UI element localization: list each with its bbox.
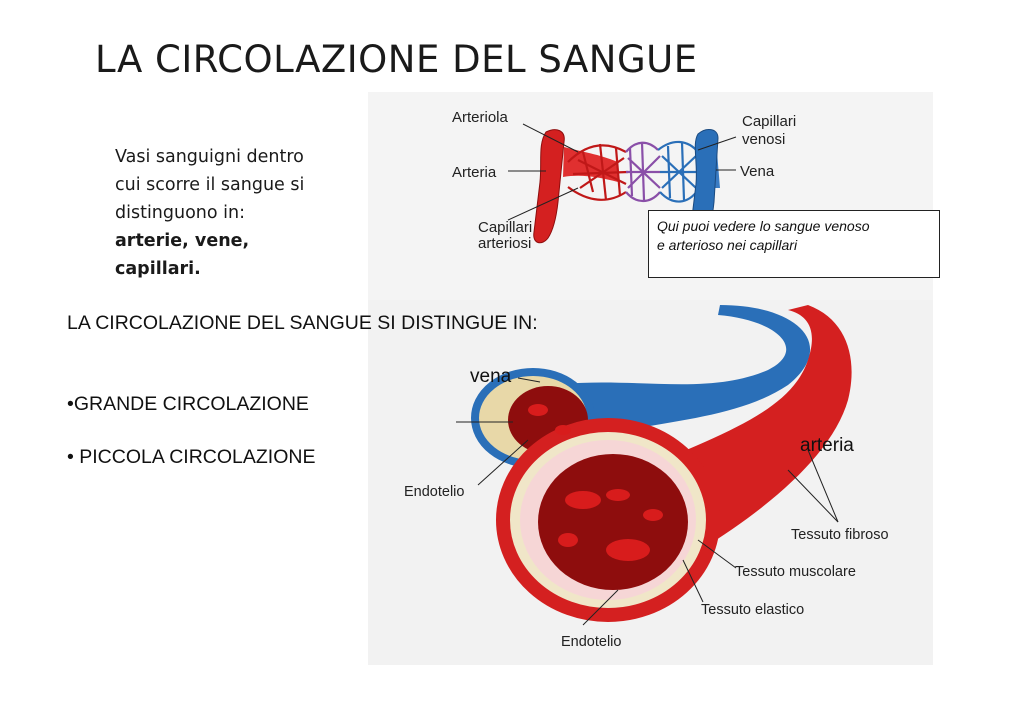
intro-text: Vasi sanguigni dentro cui scorre il sang… bbox=[115, 143, 355, 283]
label-capillari-arteriosi-2: arteriosi bbox=[478, 235, 531, 252]
blood-cells bbox=[528, 404, 663, 561]
caption-box: Qui puoi vedere lo sangue venoso e arter… bbox=[648, 210, 940, 278]
label-capillari-venosi-2: venosi bbox=[742, 131, 785, 148]
vessel-leader-lines bbox=[456, 377, 839, 626]
mixed-capillaries bbox=[625, 141, 661, 203]
label-endotelio-bottom: Endotelio bbox=[561, 634, 621, 650]
page-title: LA CIRCOLAZIONE DEL SANGUE bbox=[95, 38, 698, 81]
label-arteria: Arteria bbox=[452, 164, 497, 181]
intro-line-2: cui scorre il sangue si bbox=[115, 175, 305, 195]
label-capillari-arteriosi-1: Capillari bbox=[478, 219, 532, 236]
intro-bold-2: capillari. bbox=[115, 259, 201, 279]
label-arteriola: Arteriola bbox=[452, 109, 509, 126]
circulation-heading: LA CIRCOLAZIONE DEL SANGUE SI DISTINGUE … bbox=[67, 312, 538, 334]
circulation-item-grande: •GRANDE CIRCOLAZIONE bbox=[67, 393, 309, 415]
intro-bold-1: arterie, vene, bbox=[115, 231, 250, 251]
label-tessuto-fibroso: Tessuto fibroso bbox=[791, 527, 889, 543]
caption-line-1: Qui puoi vedere lo sangue venoso bbox=[657, 218, 870, 234]
label-endotelio-top: Endotelio bbox=[404, 484, 464, 500]
circulation-item-piccola: • PICCOLA CIRCOLAZIONE bbox=[67, 446, 316, 468]
label-vena: Vena bbox=[740, 163, 775, 180]
intro-line-3: distinguono in: bbox=[115, 203, 246, 223]
venous-capillaries bbox=[657, 140, 699, 203]
label-vena-big: vena bbox=[470, 366, 512, 387]
label-tessuto-elastico: Tessuto elastico bbox=[701, 602, 804, 618]
artery-lumen bbox=[538, 454, 688, 590]
arterial-capillaries bbox=[567, 143, 629, 201]
label-arteria-big: arteria bbox=[800, 435, 854, 456]
label-capillari-venosi-1: Capillari bbox=[742, 113, 796, 130]
artery-vessel bbox=[533, 129, 565, 244]
vessel-diagram: vena arteria Endotelio Tessuto fibroso T… bbox=[368, 300, 933, 665]
label-tessuto-muscolare: Tessuto muscolare bbox=[735, 564, 856, 580]
intro-line-1: Vasi sanguigni dentro bbox=[115, 147, 304, 167]
caption-line-2: e arterioso nei capillari bbox=[657, 237, 798, 253]
capillary-leader-lines bbox=[507, 123, 737, 221]
